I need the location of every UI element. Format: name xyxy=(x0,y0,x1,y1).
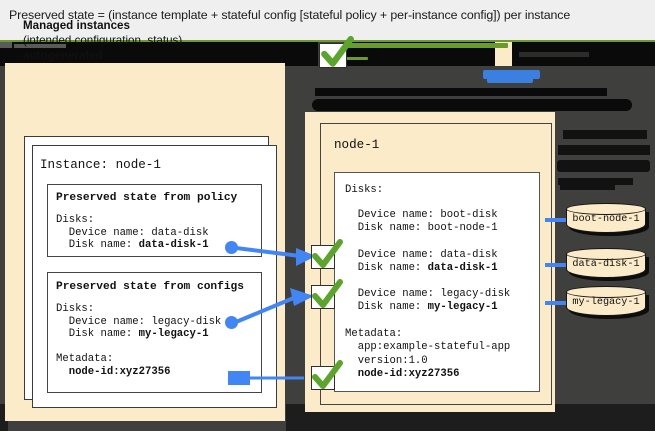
check-icon xyxy=(312,239,343,268)
policy-box-title: Preserved state from policy xyxy=(56,192,238,204)
configs-disks-header: Disks: xyxy=(56,303,95,315)
disk-label: my-legacy-1 xyxy=(572,297,640,308)
redaction-bar xyxy=(558,145,650,155)
node-metadata-header: Metadata: xyxy=(345,328,403,340)
policy-disks-header: Disks: xyxy=(56,214,95,226)
redaction-bar xyxy=(0,404,8,431)
redaction-bar xyxy=(557,160,650,172)
configs-device-line: Device name: legacy-disk xyxy=(56,315,222,328)
node-disk-entry-data: Device name: data-disk Disk name: data-d… xyxy=(345,249,498,276)
heading-line-3: autogenerated xyxy=(23,49,103,62)
redaction-bar xyxy=(0,42,12,48)
boot-diskname-prefix: Disk name: xyxy=(345,222,428,235)
connector-dot xyxy=(225,241,238,254)
managed-instances-heading: Managed instances (intended configuratio… xyxy=(23,18,182,63)
node-title: node-1 xyxy=(334,138,380,152)
configs-metadata-value: node-id:xyz27356 xyxy=(56,365,171,378)
redaction-bar xyxy=(519,52,589,57)
caption-band xyxy=(0,0,655,40)
boot-device-line: Device name: boot-disk xyxy=(345,209,498,221)
legacy-diskname-prefix: Disk name: xyxy=(345,301,428,314)
redaction-bar xyxy=(558,178,633,185)
connector-dot xyxy=(229,371,242,384)
connector-dot xyxy=(225,316,238,329)
green-highlight-stroke xyxy=(334,57,368,60)
configs-diskname-prefix: Disk name: xyxy=(56,328,139,341)
configs-box-body: Disks: Device name: legacy-disk Disk nam… xyxy=(56,303,221,379)
policy-device-line: Device name: data-disk xyxy=(56,226,209,239)
node-details-card xyxy=(334,172,540,392)
check-box-data-disk xyxy=(311,239,343,269)
beige-notch xyxy=(495,42,512,66)
redaction-bar xyxy=(312,99,632,111)
legacy-device-line: Device name: legacy-disk xyxy=(345,288,511,300)
heading-line-2: (intended configuration, status) xyxy=(23,34,183,47)
node-metadata-app: app:example-stateful-app xyxy=(345,341,511,354)
disk-cylinder-data: data-disk-1 xyxy=(566,248,649,281)
policy-diskname-prefix: Disk name: xyxy=(56,239,139,252)
data-diskname-prefix: Disk name: xyxy=(345,262,428,275)
check-icon xyxy=(312,279,343,308)
data-diskname-value: data-disk-1 xyxy=(427,262,498,275)
redaction-bar xyxy=(14,44,66,48)
configs-box-title: Preserved state from configs xyxy=(56,281,244,293)
node-disks-header: Disks: xyxy=(345,184,384,196)
check-icon xyxy=(321,36,354,67)
node-metadata-block: Metadata: app:example-stateful-app versi… xyxy=(345,328,510,382)
redaction-bar xyxy=(315,88,607,96)
node-disk-entry-legacy: Device name: legacy-disk Disk name: my-l… xyxy=(345,288,511,315)
disk-label: data-disk-1 xyxy=(572,259,640,270)
data-device-line: Device name: data-disk xyxy=(345,249,498,261)
node-disk-entry-boot: Device name: boot-disk Disk name: boot-n… xyxy=(345,209,498,236)
blue-marker-stroke xyxy=(487,77,533,83)
top-green-rule xyxy=(0,40,655,42)
configs-diskname-value: my-legacy-1 xyxy=(138,328,209,341)
preserved-state-configs-box xyxy=(47,272,262,393)
node-metadata-version: version:1.0 xyxy=(345,354,428,367)
configs-metadata-header: Metadata: xyxy=(56,353,114,366)
blue-marker-stroke xyxy=(483,70,540,79)
caption-text: Preserved state = (instance template + s… xyxy=(9,8,571,22)
redaction-bar xyxy=(560,185,615,190)
green-highlight-stroke xyxy=(333,43,508,48)
policy-box-body: Disks: Device name: data-disk Disk name:… xyxy=(56,214,209,252)
disk-label: boot-node-1 xyxy=(572,214,640,225)
instance-label: Instance: node-1 xyxy=(40,158,161,172)
check-icon xyxy=(312,360,343,389)
check-box-header xyxy=(319,36,354,68)
redaction-bar xyxy=(563,130,647,139)
check-box-legacy-disk xyxy=(311,279,343,309)
legacy-diskname-value: my-legacy-1 xyxy=(427,301,498,314)
check-box-node-id xyxy=(311,360,343,390)
heading-line-1: Managed instances xyxy=(23,19,130,32)
boot-diskname-value: boot-node-1 xyxy=(427,222,498,235)
node-metadata-nodeid: node-id:xyz27356 xyxy=(345,368,460,381)
disk-cylinder-legacy: my-legacy-1 xyxy=(566,286,649,319)
disk-cylinder-boot: boot-node-1 xyxy=(566,203,649,236)
policy-diskname-value: data-disk-1 xyxy=(138,239,209,252)
